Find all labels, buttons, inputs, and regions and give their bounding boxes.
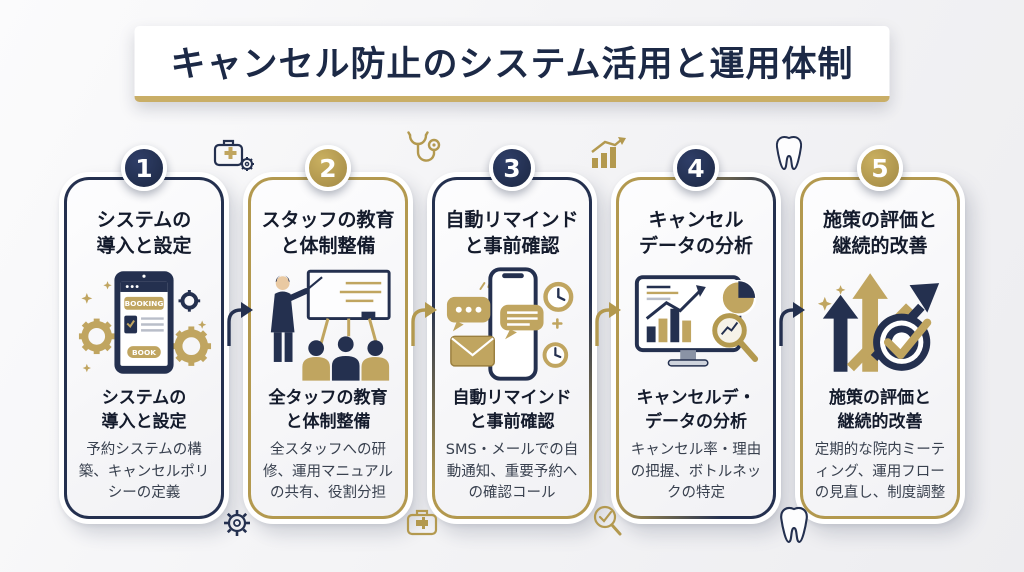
medical-kit-gear-icon (213, 139, 254, 171)
step-subtitle: 施策の評価と 継続的改善 (829, 388, 931, 433)
step-card-4: 4 キャンセル データの分析 (611, 145, 781, 524)
magnifier-check-icon (593, 505, 622, 536)
step-subtitle: キャンセルデ・ データの分析 (636, 388, 756, 433)
booking-tablet-icon: BOOKING BOOK (74, 264, 214, 384)
step-heading: 施策の評価と 継続的改善 (822, 209, 937, 257)
step-subtitle: 全タッフの教育 と体制整備 (268, 388, 388, 433)
title-banner: キャンセル防止のシステム活用と運用体制 (134, 26, 890, 102)
step-heading: キャンセル データの分析 (638, 209, 753, 257)
gear-icon (224, 510, 250, 536)
step-card-1: 1 システムの 導入と設定 (59, 145, 229, 524)
arrow-connector-1 (227, 302, 253, 346)
growth-chart-icon (591, 137, 626, 168)
arrow-connector-4 (779, 302, 805, 346)
growth-target-icon (810, 264, 950, 384)
step-heading: スタッフの教育 と体制整備 (261, 209, 395, 257)
arrow-connector-3 (595, 302, 621, 346)
step-description: キャンセル率・理由の把握、ボトルネックの特定 (630, 441, 762, 502)
step-card-3: 3 自動リマインド と事前確認 (427, 145, 597, 524)
step-description: 全スタッフへの研修、運用マニュアルの共有、役割分担 (262, 441, 394, 502)
arrow-connector-2 (411, 302, 437, 346)
step-number-badge: 1 (121, 145, 167, 191)
analytics-monitor-icon (626, 264, 766, 384)
book-button-label: BOOK (132, 348, 156, 357)
medical-kit-icon (406, 509, 438, 536)
step-description: 予約システムの構築、キャンセルポリシーの定義 (78, 441, 210, 502)
step-number-badge: 2 (305, 145, 351, 191)
step-number-badge: 5 (857, 145, 903, 191)
step-subtitle: システムの 導入と設定 (101, 388, 187, 433)
step-number-badge: 3 (489, 145, 535, 191)
booking-button-label: BOOKING (125, 300, 164, 309)
step-heading: システムの 導入と設定 (96, 209, 192, 257)
page-title: キャンセル防止のシステム活用と運用体制 (170, 45, 854, 85)
phone-reminder-icon (442, 264, 582, 384)
step-description: 定期的な院内ミーティング、運用フローの見直し、制度調整 (814, 441, 946, 502)
step-card-2: 2 スタッフの教育 と体制整備 (243, 145, 413, 524)
tooth-icon (775, 136, 803, 171)
step-number-badge: 4 (673, 145, 719, 191)
step-card-5: 5 施策の評価と 継続的改善 (795, 145, 965, 524)
tooth-icon (780, 506, 808, 543)
staff-training-icon (258, 264, 398, 384)
step-description: SMS・メールでの自動通知、重要予約への確認コール (445, 441, 579, 502)
steps-row: 1 システムの 導入と設定 (59, 145, 965, 524)
step-heading: 自動リマインド と事前確認 (445, 209, 579, 257)
step-subtitle: 自動リマインド と事前確認 (452, 388, 572, 433)
stethoscope-icon (407, 131, 441, 162)
